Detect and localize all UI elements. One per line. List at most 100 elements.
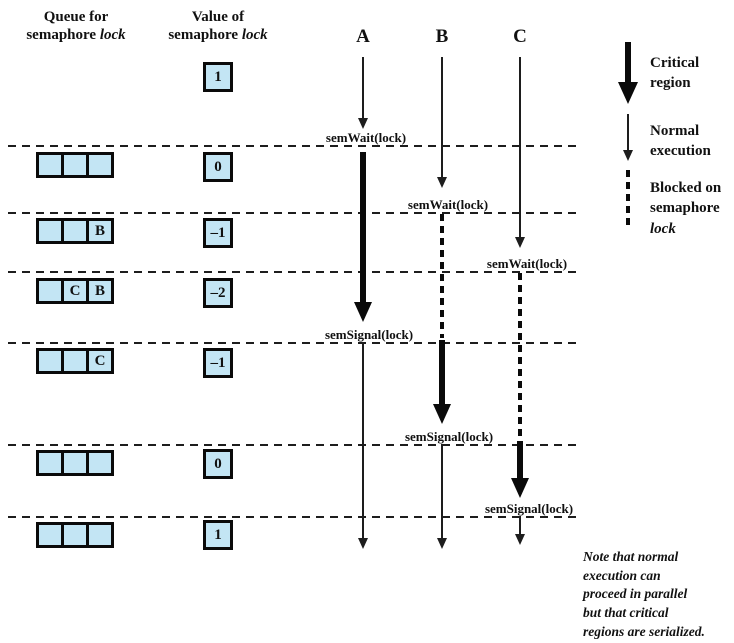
legend-critical-arrow-icon <box>625 42 631 82</box>
legend-normal-line1: Normal <box>650 123 700 139</box>
timeline-c-critical-segment <box>517 441 523 478</box>
queue-header-lock-word: lock <box>99 26 126 43</box>
queue-column-header: Queue for semaphore lock <box>0 9 152 44</box>
process-b-label: B <box>435 26 449 47</box>
legend-critical-line1: Critical <box>650 55 700 71</box>
queue-cell <box>36 348 64 374</box>
queue-cell <box>86 450 114 476</box>
timeline-c-critical-arrowhead <box>511 478 529 498</box>
queue-cell <box>36 218 64 244</box>
queue-cell: B <box>86 218 114 244</box>
queue-cell <box>61 218 89 244</box>
legend-blocked-lock-word: lock <box>650 220 676 237</box>
semaphore-value-box-initial: 1 <box>203 62 233 92</box>
legend-blocked-line1: Blocked on <box>650 180 722 196</box>
queue-cell <box>86 152 114 178</box>
event-c-semwait: semWait(lock) <box>486 256 568 271</box>
process-c-label: C <box>513 26 527 47</box>
legend-normal-arrowhead-icon <box>623 150 633 161</box>
timeline-b-normal-segment-1 <box>441 57 443 177</box>
queue-cell <box>86 522 114 548</box>
queue-cell <box>61 450 89 476</box>
semaphore-value-box-3: –2 <box>203 278 233 308</box>
legend-critical-arrowhead-icon <box>618 82 638 104</box>
queue-cell <box>61 152 89 178</box>
timeline-c-blocked-segment <box>518 273 522 440</box>
queue-cell <box>36 450 64 476</box>
timeline-a-critical-arrowhead <box>354 302 372 322</box>
event-b-semwait: semWait(lock) <box>407 197 489 212</box>
divider-line-2 <box>8 212 580 214</box>
divider-line-1 <box>8 145 580 147</box>
semaphore-value-box-2: –1 <box>203 218 233 248</box>
timeline-a-critical-segment <box>360 152 366 302</box>
queue-row-2: B <box>36 218 114 244</box>
semaphore-value-box-4: –1 <box>203 348 233 378</box>
legend-critical-label: Critical region <box>650 53 699 94</box>
timeline-c-normal-segment-1 <box>519 57 521 237</box>
semaphore-value: 0 <box>214 455 222 472</box>
queue-cell <box>36 152 64 178</box>
event-a-semwait: semWait(lock) <box>325 130 407 145</box>
divider-line-4 <box>8 342 580 344</box>
event-b-semsignal: semSignal(lock) <box>404 429 494 444</box>
timeline-b-normal-segment-2 <box>441 444 443 538</box>
queue-cell <box>36 522 64 548</box>
queue-cell: C <box>61 278 89 304</box>
legend-blocked-line2: semaphore <box>650 200 720 217</box>
note-line: Note that normal <box>583 549 679 564</box>
legend-blocked-label: Blocked on semaphore lock <box>650 178 721 239</box>
legend-normal-arrow-icon <box>627 114 629 150</box>
queue-cell: C <box>86 348 114 374</box>
process-a-label: A <box>356 26 370 47</box>
timeline-a-arrowhead-2 <box>358 538 368 549</box>
queue-cell <box>61 348 89 374</box>
timeline-c-normal-segment-2 <box>519 516 521 534</box>
event-c-semsignal: semSignal(lock) <box>484 501 574 516</box>
note-line: execution can <box>583 567 661 583</box>
legend-blocked-line-icon <box>626 170 630 225</box>
queue-header-line2: semaphore <box>26 26 97 43</box>
legend-critical-line2: region <box>650 75 691 92</box>
legend-normal-line2: execution <box>650 143 711 160</box>
timeline-b-critical-arrowhead <box>433 404 451 424</box>
value-column-header: Value of semaphore lock <box>142 9 294 44</box>
semaphore-value: 0 <box>214 158 222 175</box>
event-a-semsignal: semSignal(lock) <box>324 327 414 342</box>
queue-row-4: C <box>36 348 114 374</box>
serialization-note: Note that normal execution can proceed i… <box>583 548 734 641</box>
queue-row-6 <box>36 522 114 548</box>
timeline-b-arrowhead-2 <box>437 538 447 549</box>
semaphore-value: 1 <box>214 526 222 543</box>
divider-line-3 <box>8 271 580 273</box>
semaphore-value-box-5: 0 <box>203 449 233 479</box>
note-line: regions are serialized. <box>583 623 705 639</box>
timeline-a-arrowhead-1 <box>358 118 368 129</box>
timeline-a-normal-segment-1 <box>362 57 364 118</box>
semaphore-value: 1 <box>214 68 222 85</box>
value-header-line2: semaphore <box>168 26 239 43</box>
note-line: but that critical <box>583 604 669 620</box>
queue-row-5 <box>36 450 114 476</box>
timeline-b-blocked-segment <box>440 214 444 338</box>
value-header-line1: Value of <box>191 9 245 25</box>
timeline-c-arrowhead-1 <box>515 237 525 248</box>
queue-cell: B <box>86 278 114 304</box>
timeline-a-normal-segment-2 <box>362 342 364 538</box>
queue-row-1 <box>36 152 114 178</box>
timeline-b-critical-segment <box>439 340 445 404</box>
value-header-lock-word: lock <box>241 26 268 43</box>
note-line: proceed in parallel <box>583 586 688 602</box>
timeline-b-arrowhead-1 <box>437 177 447 188</box>
divider-line-5 <box>8 444 580 446</box>
divider-line-6 <box>8 516 580 518</box>
semaphore-value: –2 <box>210 284 226 301</box>
queue-row-3: C B <box>36 278 114 304</box>
timeline-c-arrowhead-2 <box>515 534 525 545</box>
queue-cell <box>36 278 64 304</box>
queue-cell <box>61 522 89 548</box>
legend-normal-label: Normal execution <box>650 121 711 162</box>
semaphore-value: –1 <box>210 354 226 371</box>
semaphore-value-box-1: 0 <box>203 152 233 182</box>
